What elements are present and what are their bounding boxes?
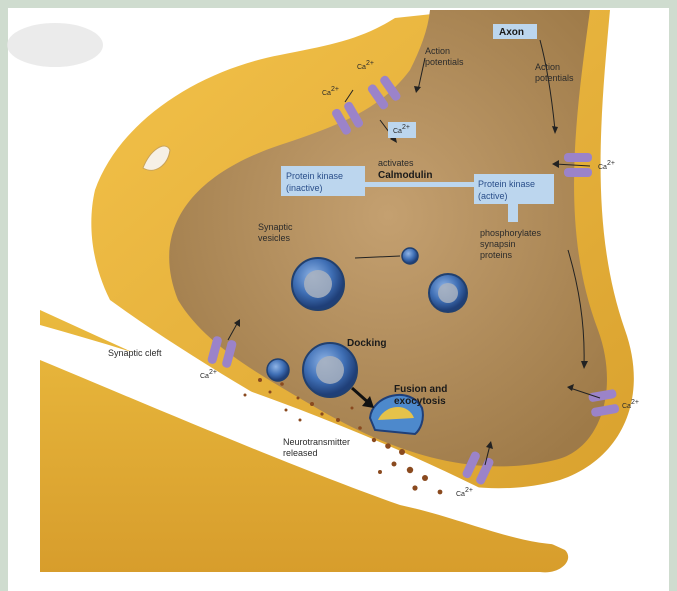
kinase-inactive-line2: (inactive) [286,183,323,193]
kinase-active-line2: (active) [478,191,508,201]
fusion-line1: Fusion and [394,384,447,395]
vesicle-small [402,248,418,264]
calmodulin-label: Calmodulin [378,170,432,181]
action-potentials-right-1: Action [535,62,560,72]
svg-text:Ca: Ca [393,128,402,135]
fusion-line2: exocytosis [394,396,446,407]
action-potentials-left-2: potentials [425,57,464,67]
svg-text:Ca: Ca [456,491,465,498]
synaptic-vesicles-line1: Synaptic [258,222,293,232]
neurotransmitter-line2: released [283,448,318,458]
phosphorylates-line2: synapsin [480,239,516,249]
synaptic-cleft-label: Synaptic cleft [108,348,162,358]
activates-label: activates [378,158,414,168]
phosphorylates-line1: phosphorylates [480,228,542,238]
axon-label: Axon [499,27,524,38]
svg-text:2+: 2+ [331,86,339,93]
smudge [7,23,103,67]
kinase-active-line1: Protein kinase [478,179,535,189]
docking-label: Docking [347,338,386,349]
svg-text:2+: 2+ [366,60,374,67]
action-potentials-right-2: potentials [535,73,574,83]
svg-text:2+: 2+ [402,124,410,131]
neurotransmitter-line1: Neurotransmitter [283,437,350,447]
svg-text:Ca: Ca [322,90,331,97]
vesicle-large-1 [292,258,344,310]
svg-text:Ca: Ca [200,373,209,380]
action-potentials-left-1: Action [425,46,450,56]
svg-text:2+: 2+ [631,399,639,406]
kinase-inactive-line1: Protein kinase [286,171,343,181]
vesicle-large-2 [429,274,467,312]
phosphorylates-line3: proteins [480,250,513,260]
svg-text:2+: 2+ [607,160,615,167]
svg-text:Ca: Ca [357,64,366,71]
svg-text:2+: 2+ [465,487,473,494]
vesicle-near-cleft [267,359,289,381]
kinase-connector [365,182,475,187]
synaptic-vesicles-line2: vesicles [258,233,291,243]
svg-text:Ca: Ca [622,403,631,410]
vesicle-docking [303,343,357,397]
svg-text:2+: 2+ [209,369,217,376]
svg-text:Ca: Ca [598,164,607,171]
ca-label-cleft-left: Ca2+ [200,369,217,380]
